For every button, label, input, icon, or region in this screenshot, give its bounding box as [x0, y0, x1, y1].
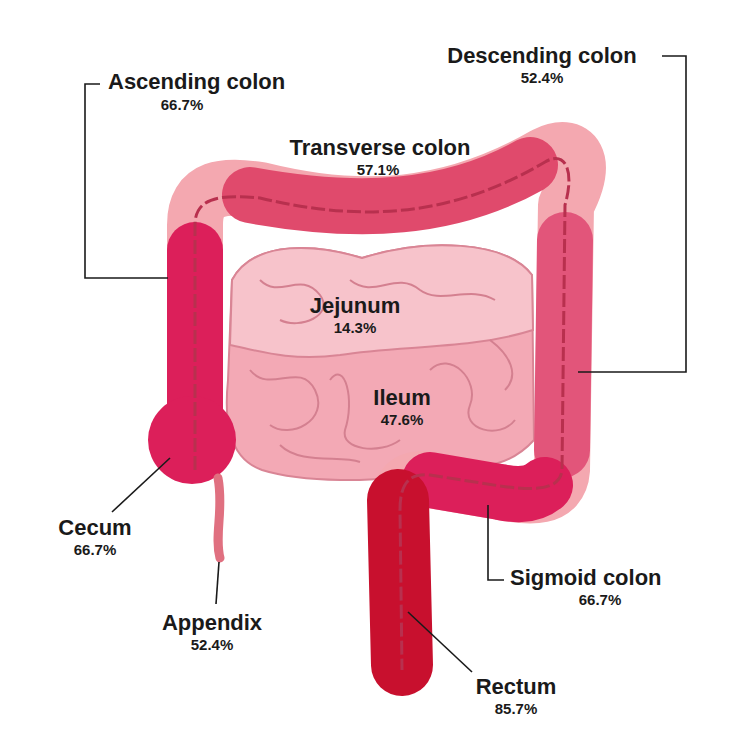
colon-base: [195, 150, 578, 510]
leader-lines: [85, 56, 686, 672]
percentage-value: 66.7%: [579, 592, 622, 609]
part-name: Jejunum: [310, 294, 400, 318]
part-name: Descending colon: [447, 44, 636, 68]
percentage-value: 47.6%: [381, 412, 424, 429]
part-name: Ileum: [373, 386, 430, 410]
part-name: Appendix: [162, 611, 262, 635]
part-name: Sigmoid colon: [510, 566, 662, 590]
percentage-value: 52.4%: [521, 70, 564, 87]
percentage-value: 52.4%: [191, 637, 234, 654]
colon-lumen: [195, 159, 569, 670]
jejunum-shape: [230, 245, 533, 357]
intestine-loops: [250, 280, 515, 462]
part-name: Rectum: [476, 675, 557, 699]
percentage-value: 14.3%: [334, 320, 377, 337]
descending-segment: [562, 240, 565, 450]
percentage-value: 66.7%: [74, 542, 117, 559]
percentage-value: 85.7%: [495, 701, 538, 718]
appendix-shape: [218, 478, 220, 558]
part-name: Ascending colon: [108, 70, 285, 94]
part-name: Cecum: [58, 516, 131, 540]
cecum-shape: [148, 396, 236, 484]
ileum-shape: [227, 245, 534, 480]
percentage-value: 66.7%: [161, 97, 204, 114]
percentage-value: 57.1%: [357, 162, 400, 179]
part-name: Transverse colon: [290, 136, 471, 160]
